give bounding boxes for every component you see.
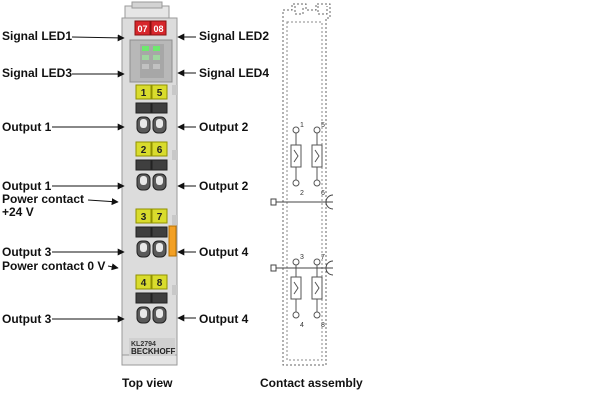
label-output3-a: Output 3	[2, 245, 52, 259]
label-plate	[129, 338, 175, 356]
clamp-opening	[156, 243, 163, 252]
pin-label: 5	[321, 122, 325, 129]
terminal-number-tag	[151, 84, 168, 100]
red-led-07-label: 07	[137, 24, 147, 34]
clamp-opening	[140, 243, 147, 252]
terminal-number-3: 3	[141, 212, 147, 223]
caption-contact-assembly: Contact assembly	[260, 376, 363, 390]
label-output2-a: Output 2	[199, 120, 249, 134]
release-slot	[135, 102, 152, 114]
clamp-opening	[156, 176, 163, 185]
label-signal-led2: Signal LED2	[199, 29, 270, 43]
terminal-number-tag	[135, 141, 152, 157]
release-slot	[151, 292, 168, 304]
contact-pin	[292, 126, 300, 134]
release-slot	[135, 292, 152, 304]
pin-label: 1	[300, 122, 304, 129]
switch-element	[290, 144, 302, 168]
red-led-08	[150, 20, 167, 36]
release-slot	[151, 102, 168, 114]
pin-label: 6	[321, 190, 325, 197]
terminal-number-2: 2	[141, 145, 147, 156]
terminal-number-1: 1	[141, 88, 147, 99]
label-signal-led3: Signal LED3	[2, 66, 73, 80]
label-output4-b: Output 4	[199, 312, 249, 326]
pin-label: 3	[300, 254, 304, 261]
green-led-1	[142, 46, 149, 51]
pin-label: 7	[321, 254, 325, 261]
clamp-opening	[140, 309, 147, 318]
terminal-number-tag	[151, 274, 168, 290]
right-arrows	[177, 33, 196, 322]
contact-pin	[313, 311, 321, 319]
label-signal-led1: Signal LED1	[2, 29, 73, 43]
power-rails	[270, 194, 334, 276]
contact-circuits: 1 2 5 6 3 4 7 8	[290, 122, 325, 329]
label-output1-b: Output 1	[2, 179, 52, 193]
release-slot	[135, 159, 152, 171]
switch-element	[311, 144, 323, 168]
label-power-contact-0v: Power contact 0 V	[2, 259, 106, 273]
contact-pin	[292, 258, 300, 266]
terminal-number-tag	[151, 141, 168, 157]
green-led-4	[153, 55, 160, 60]
led-window	[129, 39, 173, 83]
switch-element	[290, 276, 302, 300]
contact-assembly	[282, 3, 331, 366]
green-led-2	[153, 46, 160, 51]
clamp-opening	[140, 176, 147, 185]
pin-label: 4	[300, 322, 304, 329]
terminal-number-tag	[151, 208, 168, 224]
clamp-opening	[140, 119, 147, 128]
contact-pin	[313, 126, 321, 134]
contact-group-2: 3 4 7 8	[290, 254, 325, 329]
pin-label: 8	[321, 322, 325, 329]
contact-pin	[292, 179, 300, 187]
label-output3-b: Output 3	[2, 312, 52, 326]
model-label: KL2794	[131, 341, 156, 348]
contact-group-1: 1 2 5 6	[290, 122, 325, 197]
release-slot	[151, 159, 168, 171]
power-contact-bar	[168, 225, 177, 257]
terminal-number-5: 5	[157, 88, 163, 99]
switch-element	[311, 276, 323, 300]
pin-label: 2	[300, 190, 304, 197]
caption-top-view: Top view	[122, 376, 173, 390]
label-power-contact-24v-1: Power contact	[2, 192, 85, 206]
contact-pin	[313, 258, 321, 266]
release-slot	[135, 226, 152, 238]
label-signal-led4: Signal LED4	[199, 66, 270, 80]
terminal-number-tag	[135, 84, 152, 100]
terminal-number-4: 4	[141, 278, 147, 289]
terminal-number-tag	[135, 208, 152, 224]
left-arrows	[52, 34, 125, 323]
contact-pin	[313, 179, 321, 187]
green-led-3	[142, 55, 149, 60]
label-output2-b: Output 2	[199, 179, 249, 193]
red-led-07	[134, 20, 151, 36]
terminal-number-tag	[135, 274, 152, 290]
label-output1-a: Output 1	[2, 120, 52, 134]
label-output4-a: Output 4	[199, 245, 249, 259]
release-slot	[151, 226, 168, 238]
clamp-opening	[156, 309, 163, 318]
label-power-contact-24v-2: +24 V	[2, 205, 34, 219]
terminal-number-6: 6	[157, 145, 163, 156]
terminal-number-7: 7	[157, 212, 163, 223]
red-led-08-label: 08	[153, 24, 163, 34]
clamp-opening	[156, 119, 163, 128]
brand-label: BECKHOFF	[131, 347, 176, 356]
terminal-number-8: 8	[157, 278, 163, 289]
contact-pin	[292, 311, 300, 319]
